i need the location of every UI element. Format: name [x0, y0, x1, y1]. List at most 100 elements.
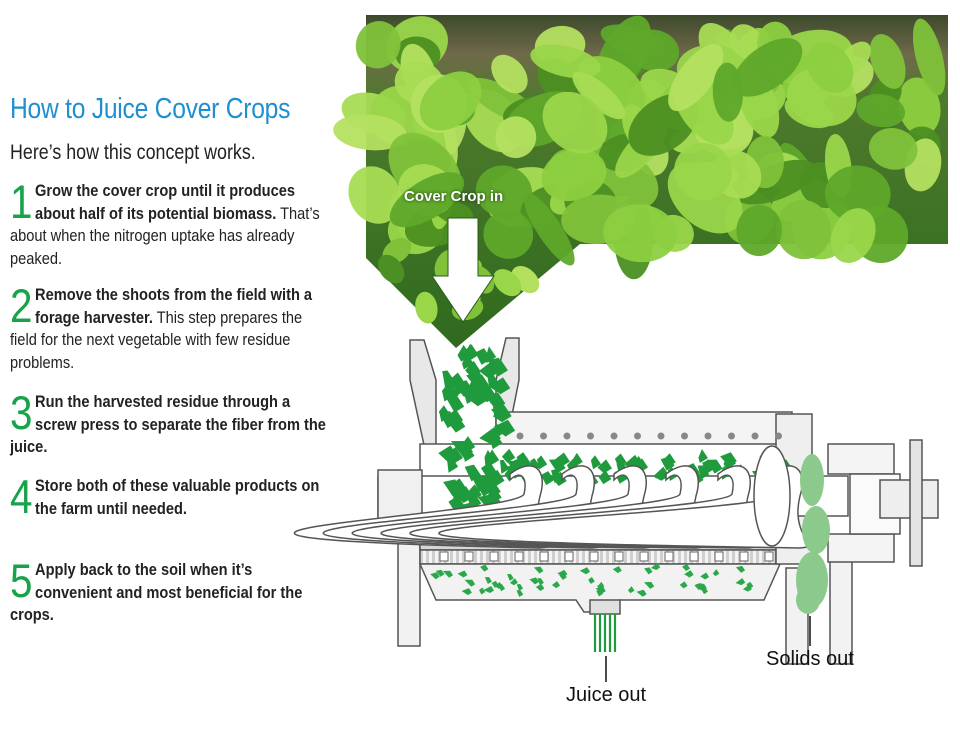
leaf [668, 44, 724, 112]
juice-out-label: Juice out [566, 684, 647, 706]
grate-slot [664, 551, 674, 562]
step-2-number: 2 [10, 279, 33, 332]
fragment [487, 449, 500, 467]
fragment [660, 456, 675, 471]
step-1-text: That’s about when the nitrogen uptake ha… [10, 203, 320, 268]
fragment [478, 361, 499, 379]
fragment [636, 589, 647, 597]
grate-slot [514, 551, 524, 562]
fragment [470, 374, 490, 392]
grate-slot [464, 551, 474, 562]
fragment [483, 469, 505, 487]
grate-slot [489, 551, 499, 562]
step-1-number: 1 [10, 175, 33, 228]
fragment [507, 573, 514, 581]
solids-pile [796, 454, 830, 614]
fragment [596, 589, 604, 597]
fragment [735, 565, 746, 573]
fragment [588, 576, 595, 584]
bolt-icon [728, 432, 735, 440]
fragment [480, 461, 498, 479]
fragment [500, 459, 510, 474]
juice-streams [593, 614, 617, 652]
fragment [461, 588, 472, 596]
fragment [557, 569, 568, 577]
step-4-number: 4 [10, 470, 33, 523]
fragment [712, 569, 720, 577]
leaf [491, 54, 528, 94]
fragment [533, 566, 544, 574]
fragment [627, 586, 635, 594]
solids-out-label: Solids out [766, 648, 854, 670]
step-5-heading: Apply back to the soil when it’s conveni… [10, 560, 303, 624]
fragment [516, 589, 524, 597]
grate-slot [639, 551, 649, 562]
fragment [650, 563, 661, 571]
grate-slot [764, 551, 774, 562]
fragment [493, 419, 516, 437]
leaf [775, 199, 832, 260]
leaf [493, 269, 522, 297]
leaf [523, 192, 575, 266]
grate-slot [739, 551, 749, 562]
leaf [475, 165, 532, 218]
fragment [465, 360, 481, 378]
bolt-icon [751, 432, 759, 440]
grate-slot [614, 551, 624, 562]
fragment [435, 569, 445, 577]
fragment [700, 572, 710, 580]
fragment [497, 584, 506, 592]
bolt-icon [634, 432, 641, 440]
fragment [487, 372, 499, 389]
grate-slots [439, 551, 774, 562]
fragment [439, 405, 452, 423]
cover-crop-in-label: Cover Crop in [404, 188, 504, 205]
bolt-icon [540, 432, 547, 440]
fragment [579, 567, 591, 575]
fragment [595, 586, 606, 594]
leaf [541, 148, 607, 202]
leaf [355, 21, 401, 69]
leaf [495, 116, 537, 159]
fragment [537, 455, 548, 470]
fragment [453, 486, 474, 504]
leaf [348, 166, 402, 224]
fragment [460, 436, 476, 453]
leaf [603, 204, 678, 263]
fragment [540, 471, 555, 486]
fragment [445, 415, 466, 433]
fragment [516, 583, 524, 591]
fragment [480, 564, 489, 572]
leaf [830, 208, 876, 263]
cover-crop-photo [333, 15, 948, 348]
fragment [644, 581, 655, 589]
leaf [333, 114, 407, 151]
leaf [572, 71, 626, 120]
bolt-icon [775, 432, 782, 440]
grate-slot [714, 551, 724, 562]
leaf [419, 71, 482, 131]
leaf [415, 291, 438, 324]
fragment [483, 586, 495, 594]
fragment [488, 480, 501, 498]
leaf [378, 254, 405, 284]
fragment [597, 459, 613, 474]
leaf [824, 165, 891, 223]
fragment [464, 579, 476, 587]
bolt-icon [516, 432, 524, 440]
fragment [551, 581, 561, 589]
grate-slot [564, 551, 574, 562]
grate-slot [439, 551, 449, 562]
bolt-icon [704, 432, 712, 440]
fragment [571, 452, 583, 467]
step-5-number: 5 [10, 554, 33, 607]
leaf [600, 24, 667, 57]
fragment [529, 577, 539, 585]
leaf [869, 34, 906, 89]
leaf [732, 38, 803, 97]
